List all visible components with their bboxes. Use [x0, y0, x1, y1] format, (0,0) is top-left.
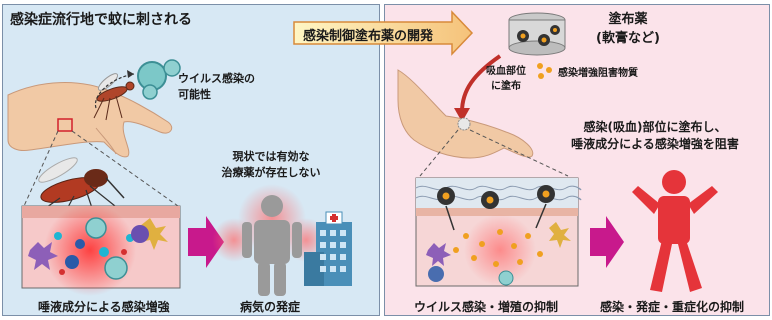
no-treatment-label: 現状では有効な 治療薬が存在しない: [221, 150, 321, 179]
virus-infection-label: ウイルス感染の 可能性: [178, 72, 255, 101]
hospital-icon: [304, 211, 352, 286]
arrow-right-icon-right: [590, 216, 624, 268]
development-label: 感染制御塗布薬の開発: [303, 29, 434, 44]
virus-icon-left: [137, 59, 181, 100]
apply-site-label: 吸血部位 に塗布: [486, 66, 526, 92]
healthy-person-icon: [632, 170, 718, 292]
suppress-caption: ウイルス感染・増殖の抑制: [414, 300, 559, 314]
left-title: 感染症流行地で蚊に刺される: [10, 12, 192, 28]
development-arrow: [293, 10, 474, 56]
apply-description: 感染(吸血)部位に塗布し、 唾液成分による感染増強を阻害: [571, 120, 739, 151]
disease-caption: 病気の発症: [240, 300, 301, 314]
ointment-title: 塗布薬 (軟膏など): [596, 12, 660, 46]
skin-cross-section-right: [415, 177, 582, 287]
apply-arrow: [460, 54, 502, 113]
bite-site-marker: [57, 118, 73, 132]
ointment-jar-icon: [508, 12, 566, 56]
prevent-caption: 感染・発症・重症化の抑制: [600, 300, 745, 314]
inhibitor-legend-dots: [537, 63, 552, 79]
inhibitor-legend-label: 感染増強阻害物質: [558, 68, 638, 79]
saliva-caption: 唾液成分による感染増強: [38, 300, 170, 314]
hand-illustration-right: [397, 69, 534, 159]
skin-cross-section-left: [21, 204, 181, 296]
mosquito-small: [93, 73, 135, 121]
